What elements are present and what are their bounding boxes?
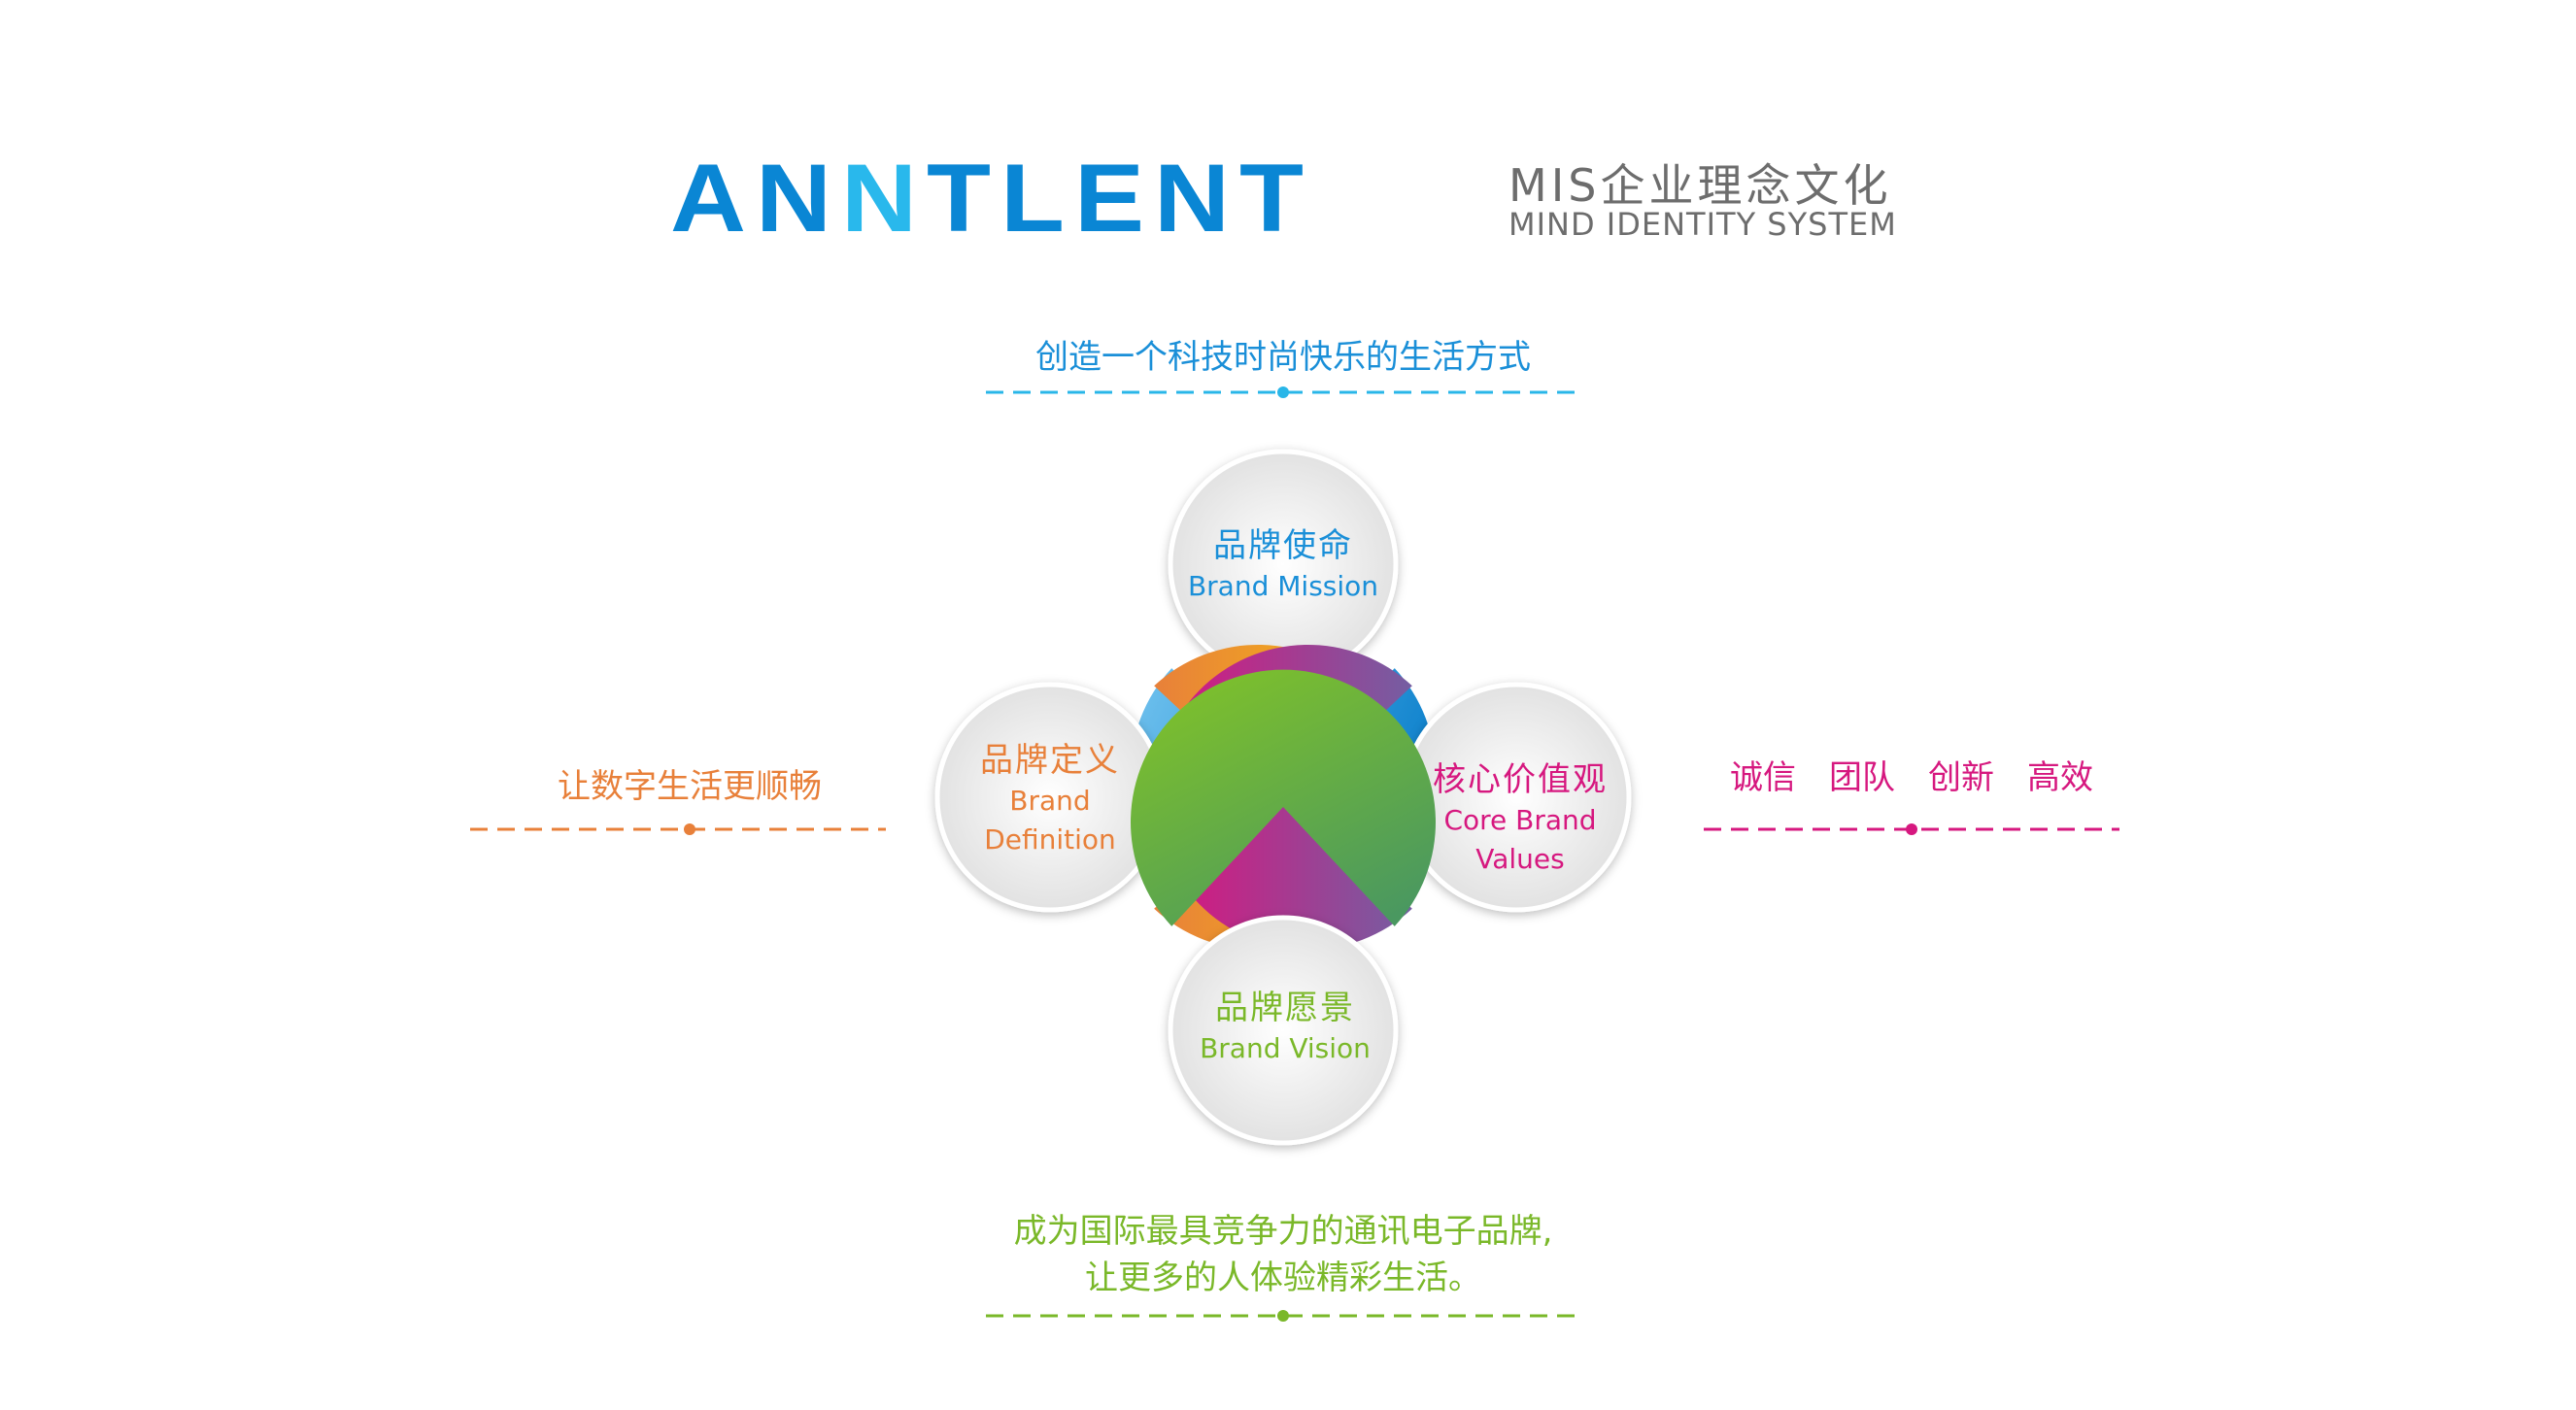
- petal-vision-inner-circle: [1168, 915, 1399, 1146]
- vision-divider-dot: [1277, 1310, 1289, 1322]
- vision-en-label: Brand Vision: [1200, 1032, 1371, 1064]
- values-divider-dot: [1906, 823, 1917, 835]
- mission-en-label: Brand Mission: [1187, 570, 1379, 602]
- mission-divider-dot: [1277, 386, 1289, 398]
- petal-vision-shape: [1131, 669, 1436, 926]
- logo-text: ANNTLENT: [670, 143, 1313, 252]
- vision-statement-line-2: 让更多的人体验精彩生活。: [1085, 1259, 1481, 1297]
- definition-statement: 让数字生活更顺畅: [558, 767, 822, 806]
- mission-statement: 创造一个科技时尚快乐的生活方式: [1035, 338, 1531, 377]
- values-en-label-1: Core Brand: [1443, 804, 1597, 836]
- petal-core-values: 核心价值观 Core Brand Values: [1433, 758, 1608, 879]
- values-cn-label: 核心价值观: [1433, 760, 1608, 799]
- petal-brand-vision: 品牌愿景 Brand Vision: [1200, 987, 1371, 1068]
- petal-brand-mission: 品牌使命 Brand Mission: [1188, 524, 1378, 606]
- vision-statement-line-1: 成为国际最具竞争力的通讯电子品牌,: [1013, 1212, 1553, 1251]
- vision-cn-label: 品牌愿景: [1215, 989, 1355, 1027]
- page-subtitle: MIND IDENTITY SYSTEM: [1508, 206, 1897, 243]
- definition-divider-dot: [684, 823, 695, 835]
- values-en-label-2: Values: [1475, 843, 1565, 875]
- values-statement: 诚信 团队 创新 高效: [1730, 758, 2093, 797]
- brand-logo: ANNTLENT: [670, 150, 1313, 246]
- mission-cn-label: 品牌使命: [1212, 526, 1353, 565]
- definition-cn-label: 品牌定义: [980, 741, 1120, 780]
- definition-en-label-1: Brand: [1009, 785, 1091, 817]
- page-title: MIS企业理念文化: [1508, 159, 1892, 212]
- definition-en-label-2: Definition: [984, 823, 1116, 856]
- petal-brand-definition: 品牌定义 Brand Definition: [980, 739, 1120, 859]
